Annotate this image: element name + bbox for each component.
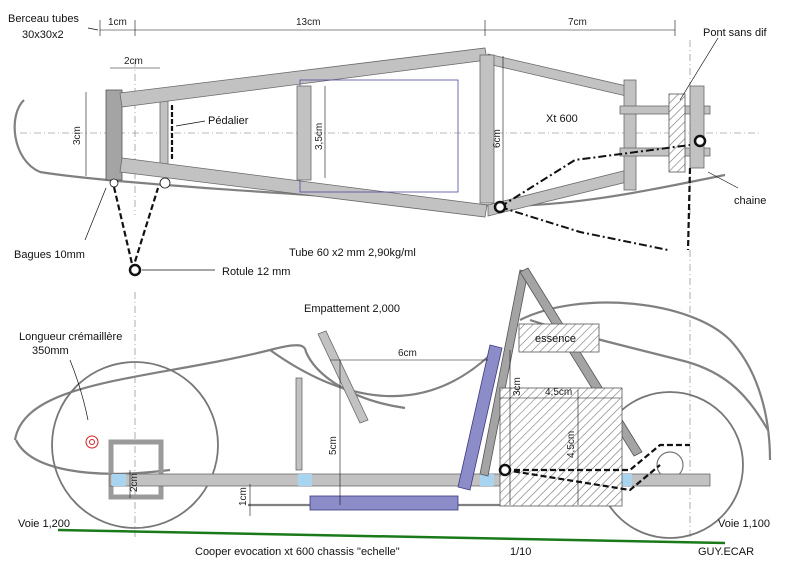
chain-side-lower bbox=[504, 464, 661, 492]
rear-hub bbox=[668, 93, 686, 173]
rear-sprocket-plate bbox=[689, 85, 705, 169]
steering-column bbox=[317, 330, 369, 424]
label-cremaillere-2: 350mm bbox=[32, 345, 69, 357]
label-voie-front: Voie 1,200 bbox=[18, 518, 70, 530]
label-pedalier: Pédalier bbox=[208, 115, 249, 127]
label-berceau-size: 30x30x2 bbox=[22, 29, 64, 41]
label-tube: Tube 60 x2 mm 2,90kg/ml bbox=[289, 247, 416, 259]
label-side-45h: 4,5cm bbox=[545, 387, 572, 398]
label-side-6cm: 6cm bbox=[398, 348, 417, 359]
engine-sprocket bbox=[493, 200, 507, 214]
side-sprocket bbox=[498, 463, 512, 477]
engine-block bbox=[499, 387, 623, 507]
label-dim-2cm: 2cm bbox=[124, 56, 143, 67]
leader-bagues bbox=[84, 187, 107, 241]
rail-node-3 bbox=[480, 474, 494, 486]
label-side-seat: 3cm bbox=[512, 377, 523, 396]
rear-tube-lower bbox=[487, 167, 636, 217]
label-dim-6cm: 6cm bbox=[492, 129, 503, 148]
leader-chaine bbox=[707, 171, 739, 189]
label-chaine: chaine bbox=[734, 195, 766, 207]
dashboard-post bbox=[295, 377, 303, 471]
fuel-tank bbox=[518, 323, 600, 353]
main-tube-lower bbox=[119, 157, 488, 218]
rear-link bbox=[686, 167, 692, 251]
floor-panel bbox=[309, 495, 459, 511]
side-view bbox=[13, 267, 772, 539]
bushing-left bbox=[109, 178, 119, 188]
rail-node-2 bbox=[298, 474, 312, 486]
label-dim-7cm: 7cm bbox=[568, 17, 587, 28]
steering-mark bbox=[85, 435, 99, 449]
cross-member-middle bbox=[296, 85, 312, 181]
label-essence: essence bbox=[535, 333, 576, 345]
nose-curve-top bbox=[13, 99, 41, 174]
body-lower-front bbox=[15, 439, 171, 475]
label-empattement: Empattement 2,000 bbox=[304, 303, 400, 315]
chain-side bbox=[505, 443, 690, 472]
label-voie-rear: Voie 1,100 bbox=[718, 518, 770, 530]
front-wheel bbox=[51, 361, 219, 529]
label-side-5cm: 5cm bbox=[328, 436, 339, 455]
label-berceau: Berceau tubes bbox=[8, 13, 79, 25]
rail-node-1 bbox=[112, 474, 126, 486]
cross-member-rear-main bbox=[479, 54, 495, 204]
rear-tube-upper bbox=[487, 53, 636, 99]
rear-axle-bar-1 bbox=[619, 105, 711, 115]
label-dim-13cm: 13cm bbox=[296, 17, 320, 28]
label-rotule: Rotule 12 mm bbox=[222, 266, 290, 278]
front-wishbone bbox=[112, 186, 160, 273]
label-title: Cooper evocation xt 600 chassis "echelle… bbox=[195, 546, 400, 558]
label-dim-1cm: 1cm bbox=[108, 17, 127, 28]
front-upright-box bbox=[108, 439, 164, 500]
label-author: GUY.ECAR bbox=[698, 546, 754, 558]
label-pont: Pont sans dif bbox=[703, 27, 768, 39]
body-front-outline bbox=[13, 344, 406, 441]
label-scale: 1/10 bbox=[510, 546, 531, 558]
top-view bbox=[13, 20, 760, 540]
leader-pont bbox=[679, 37, 719, 101]
front-cradle-bar bbox=[105, 89, 123, 181]
leader-cremaillere bbox=[69, 359, 89, 421]
label-cremaillere-1: Longueur crémaillère bbox=[19, 331, 122, 343]
chain-lower bbox=[499, 206, 669, 251]
label-side-1cm: 1cm bbox=[238, 487, 249, 506]
chain-upper bbox=[499, 144, 691, 208]
leader-pedalier bbox=[175, 120, 206, 127]
leader-berceau bbox=[87, 27, 99, 31]
label-dim-3cm: 3cm bbox=[72, 126, 83, 145]
body-rear-outline bbox=[519, 301, 772, 461]
ball-joint bbox=[128, 263, 142, 277]
label-xt600: Xt 600 bbox=[546, 113, 578, 125]
bushing-right bbox=[159, 177, 171, 189]
steering-mark-inner bbox=[89, 439, 95, 445]
rail-node-4 bbox=[620, 474, 632, 486]
seat-back bbox=[457, 344, 503, 491]
cockpit-curve bbox=[269, 349, 491, 398]
label-side-2cm: 2cm bbox=[129, 473, 140, 492]
front-cradle-inner bbox=[159, 95, 169, 173]
label-dim-35cm: 3,5cm bbox=[314, 123, 325, 150]
cross-member-rear-axle bbox=[623, 79, 637, 191]
label-bagues: Bagues 10mm bbox=[14, 249, 85, 261]
ground-line bbox=[57, 528, 726, 545]
rear-sprocket bbox=[693, 134, 707, 148]
label-side-45v: 4,5cm bbox=[566, 431, 577, 458]
